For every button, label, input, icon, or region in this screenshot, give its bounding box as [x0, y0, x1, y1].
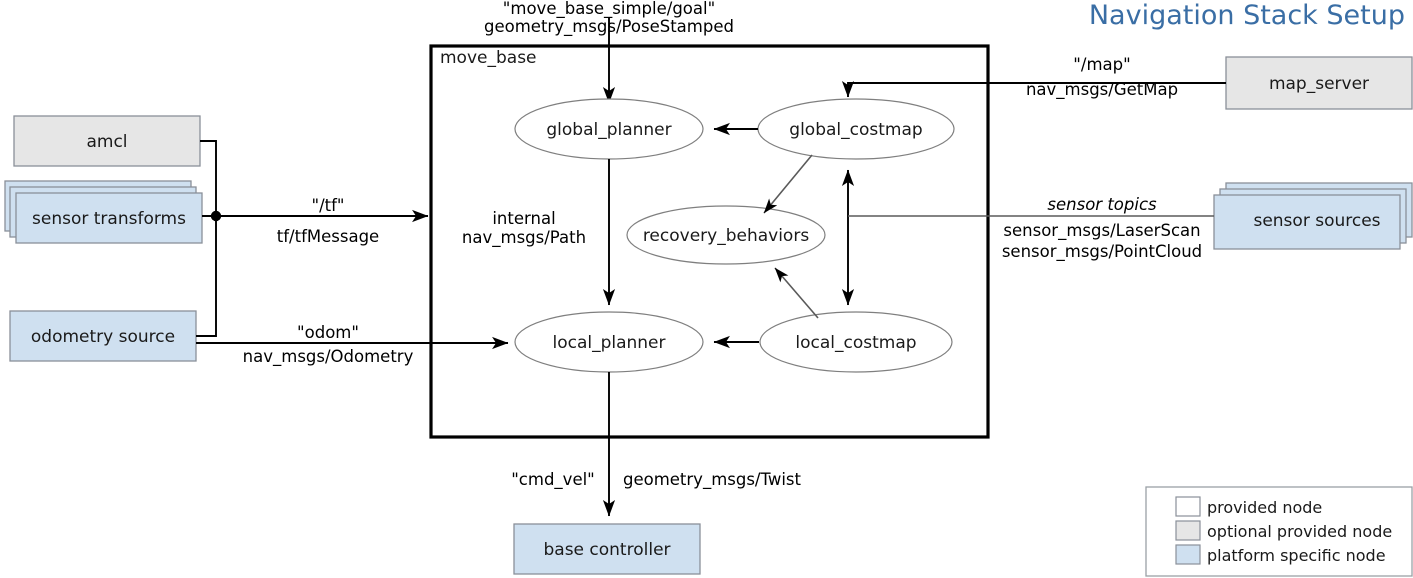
node-amcl-label: amcl [86, 132, 127, 152]
node-base-controller[interactable] [513, 523, 701, 575]
legend-swatch-provided [1175, 496, 1201, 517]
internal-path-topic-label: internal [492, 209, 555, 228]
node-base-controller-label: base controller [543, 540, 670, 560]
node-local-planner-label: local_planner [552, 333, 665, 353]
map-type-label: nav_msgs/GetMap [1026, 80, 1178, 100]
node-odometry-source-label: odometry source [31, 327, 175, 347]
move-base-container [429, 44, 990, 439]
node-local-costmap [759, 311, 953, 373]
internal-path-type-label: nav_msgs/Path [462, 228, 586, 248]
node-sensor-sources-label: sensor sources [1253, 211, 1380, 231]
node-recovery-behaviors [626, 205, 826, 265]
edge-global-costmap-to-recovery [763, 154, 813, 214]
page-title: Navigation Stack Setup [1089, 0, 1405, 31]
edge-odometry-to-tf-bus [196, 216, 217, 337]
node-sensor-transforms[interactable] [15, 192, 203, 244]
goal-topic-label: "move_base_simple/goal" [503, 0, 715, 19]
cmd-vel-topic-label: "cmd_vel" [511, 470, 595, 490]
tf-junction-dot [210, 210, 222, 222]
edge-amcl-to-tf-bus [200, 140, 217, 216]
tf-type-label: tf/tfMessage [277, 227, 379, 246]
node-sensor-sources[interactable] [1213, 194, 1401, 250]
node-global-costmap-label: global_costmap [789, 120, 922, 140]
node-map-server-label: map_server [1269, 74, 1369, 94]
node-map-server[interactable] [1225, 56, 1413, 110]
sensor-type2-label: sensor_msgs/PointCloud [1002, 242, 1202, 262]
node-recovery-behaviors-label: recovery_behaviors [643, 226, 810, 246]
odom-topic-label: "odom" [297, 323, 359, 342]
node-local-costmap-label: local_costmap [795, 333, 916, 353]
legend-swatch-platform [1175, 544, 1201, 565]
odom-type-label: nav_msgs/Odometry [243, 347, 414, 367]
map-topic-label: "/map" [1073, 55, 1130, 74]
legend-label-provided: provided node [1207, 498, 1322, 517]
tf-topic-label: "/tf" [311, 196, 344, 215]
edge-map-to-global-costmap [841, 81, 1226, 98]
edge-local-costmap-to-recovery [774, 267, 819, 319]
legend-swatch-optional [1175, 520, 1201, 541]
cmd-vel-type-label: geometry_msgs/Twist [623, 470, 802, 490]
legend-label-optional: optional provided node [1207, 522, 1392, 541]
sensor-topics-label: sensor topics [1047, 195, 1157, 214]
legend-label-platform: platform specific node [1207, 546, 1386, 565]
move-base-label: move_base [440, 48, 537, 68]
node-odometry-source[interactable] [9, 310, 197, 362]
node-amcl[interactable] [13, 115, 201, 167]
sensor-type1-label: sensor_msgs/LaserScan [1003, 221, 1200, 241]
node-global-planner-label: global_planner [546, 120, 671, 140]
node-sensor-transforms-label: sensor transforms [32, 209, 186, 229]
